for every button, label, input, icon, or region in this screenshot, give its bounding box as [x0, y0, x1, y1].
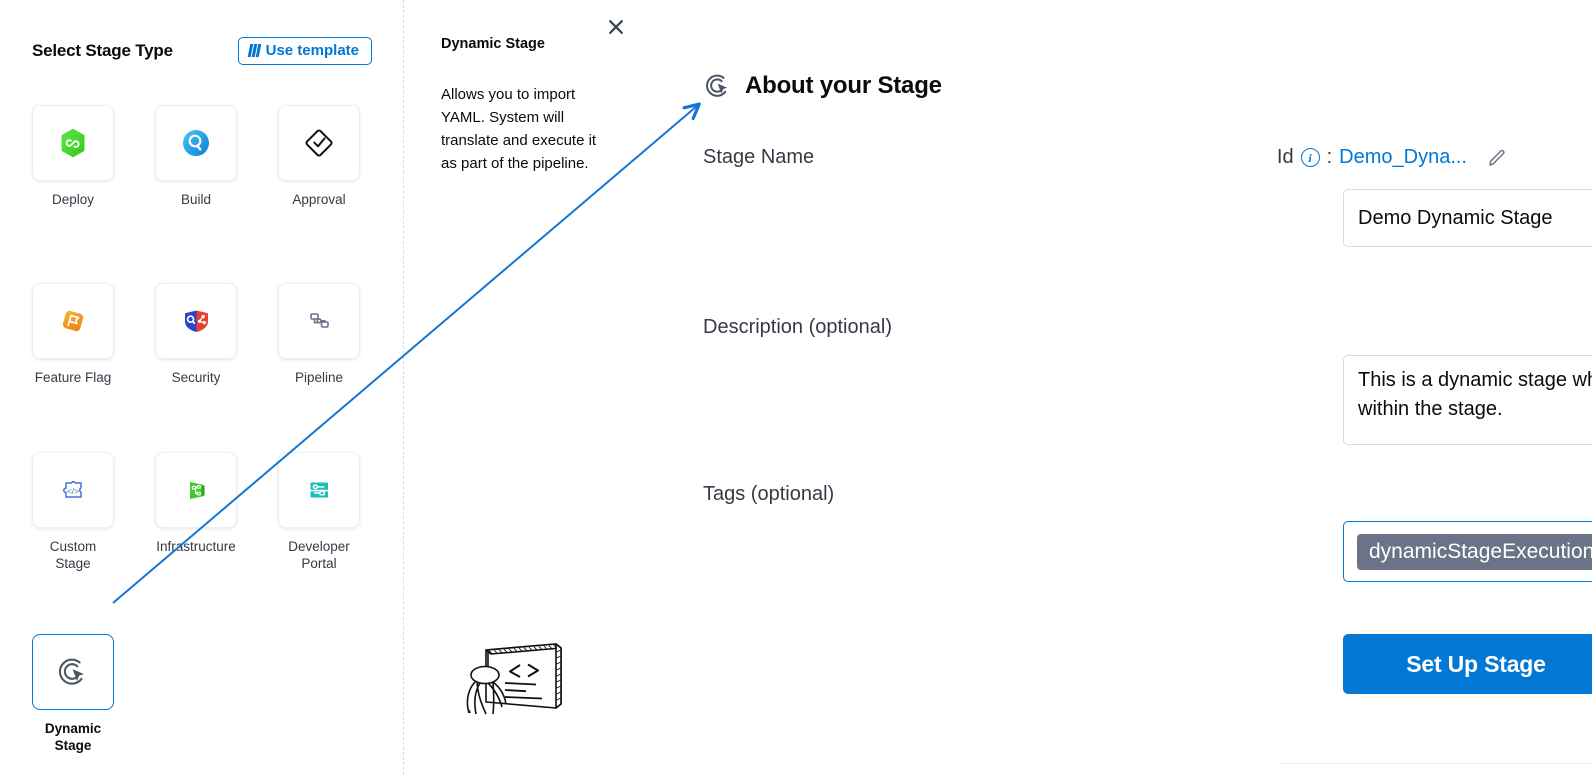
stage-card-selected[interactable] [32, 634, 114, 710]
stage-type-pipeline[interactable]: Pipeline [278, 283, 360, 386]
stage-card[interactable]: </> [32, 452, 114, 528]
stage-id-block: Id i : Demo_Dyna... [1277, 146, 1508, 169]
tag-chip-label: dynamicStageExecution [1369, 539, 1592, 563]
stage-type-label: Build [180, 192, 212, 207]
pipeline-nodes-icon [310, 313, 329, 328]
stage-type-label: Developer Portal [288, 539, 350, 571]
stage-type-label: Dynamic Stage [44, 721, 102, 753]
deploy-hexagon-icon [61, 128, 85, 158]
security-shields-icon [185, 310, 208, 332]
svg-text:</>: </> [67, 486, 79, 496]
stage-type-label: Deploy [51, 192, 95, 207]
description-label: Description (optional) [703, 316, 892, 338]
stage-type-label: Infrastructure [156, 539, 236, 554]
select-stage-type-panel: Select Stage Type Use template [0, 0, 403, 775]
build-magnifier-icon [183, 130, 209, 156]
tags-label: Tags (optional) [703, 483, 835, 505]
stage-card[interactable] [278, 105, 360, 181]
stage-type-row: </> Custom Stage [32, 452, 382, 572]
pencil-edit-icon [1489, 149, 1505, 166]
panel-divider [403, 0, 404, 775]
stage-type-build[interactable]: Build [155, 105, 237, 208]
stage-type-feature-flag[interactable]: Feature Flag [32, 283, 114, 386]
stage-type-security[interactable]: Security [155, 283, 237, 386]
stage-type-custom-stage[interactable]: </> Custom Stage [32, 452, 114, 572]
dynamic-stage-cursor-target-icon [706, 74, 728, 97]
stage-type-label: Security [171, 370, 221, 385]
developer-portal-icon [310, 482, 328, 498]
description-label-row: Description (optional) [703, 316, 1508, 339]
stage-type-row: Feature Flag [32, 283, 382, 386]
info-icon[interactable]: i [1300, 148, 1320, 167]
infrastructure-icon [190, 482, 205, 499]
stage-type-infrastructure[interactable]: Infrastructure [155, 452, 237, 572]
stage-card[interactable] [278, 283, 360, 359]
template-bars-icon [247, 44, 261, 57]
stage-type-row: Dynamic Stage [32, 634, 382, 754]
row-spacer [32, 395, 382, 452]
stage-name-label: Stage Name [703, 146, 815, 168]
stage-type-label: Pipeline [294, 370, 344, 385]
left-panel-header: Select Stage Type Use template [32, 36, 372, 66]
approval-diamond-check-icon [305, 129, 333, 157]
about-stage-form: About your Stage Stage Name Id i : Demo_… [640, 0, 1592, 775]
stage-card[interactable] [155, 105, 237, 181]
dynamic-stage-cursor-target-icon [58, 658, 84, 685]
bottom-divider [1280, 763, 1592, 764]
about-stage-header: About your Stage [702, 70, 942, 102]
about-stage-title: About your Stage [745, 72, 942, 99]
stage-name-input[interactable] [1343, 189, 1592, 247]
stage-id-value: Demo_Dyna... [1339, 146, 1467, 168]
close-button[interactable] [605, 16, 627, 38]
id-separator: : [1326, 146, 1333, 168]
row-spacer [32, 217, 382, 283]
stage-type-row: Deploy Build [32, 105, 382, 208]
use-template-label: Use template [265, 42, 359, 59]
stage-info-title: Dynamic Stage [441, 36, 545, 52]
set-up-stage-button[interactable]: Set Up Stage [1343, 634, 1592, 694]
stage-type-label: Approval [292, 192, 346, 207]
stage-card[interactable] [32, 105, 114, 181]
stage-type-label: Custom Stage [49, 539, 97, 571]
tags-input[interactable]: dynamicStageExecution ✕ [1343, 521, 1592, 582]
stage-card[interactable] [278, 452, 360, 528]
stage-type-approval[interactable]: Approval [278, 105, 360, 208]
custom-stage-code-icon: </> [63, 481, 82, 498]
description-textarea[interactable] [1343, 355, 1592, 445]
stage-type-deploy[interactable]: Deploy [32, 105, 114, 208]
id-label: Id [1276, 146, 1294, 168]
stage-info-description: Allows you to import YAML. System will t… [441, 86, 597, 172]
close-icon [609, 20, 623, 34]
stage-type-grid: Deploy Build [32, 105, 382, 763]
stage-type-developer-portal[interactable]: Developer Portal [278, 452, 360, 572]
stage-type-label: Feature Flag [34, 370, 112, 385]
edit-id-button[interactable] [1486, 147, 1508, 169]
stage-card[interactable] [32, 283, 114, 359]
tags-label-row: Tags (optional) [703, 483, 1508, 506]
row-spacer [32, 581, 382, 634]
stage-name-label-row: Stage Name Id i : Demo_Dyna... [703, 146, 1508, 169]
stage-card[interactable] [155, 452, 237, 528]
stage-type-dynamic-stage[interactable]: Dynamic Stage [32, 634, 114, 754]
presentation-illustration [466, 643, 562, 715]
stage-card[interactable] [155, 283, 237, 359]
page-title: Select Stage Type [32, 41, 173, 60]
use-template-button[interactable]: Use template [238, 37, 372, 65]
tag-chip[interactable]: dynamicStageExecution ✕ [1357, 533, 1592, 570]
feature-flag-icon [62, 310, 84, 332]
